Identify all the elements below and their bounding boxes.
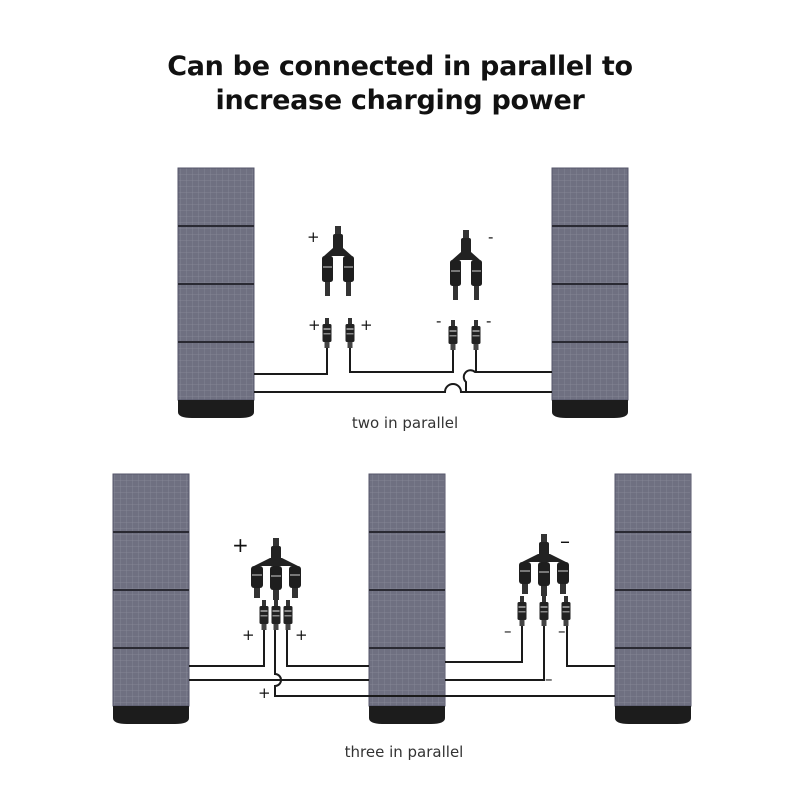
minus-sign: – <box>558 622 566 640</box>
mc4-connector <box>259 600 269 630</box>
caption-two-in-parallel: two in parallel <box>352 414 458 432</box>
mc4-connector <box>345 318 355 348</box>
minus-sign: - <box>486 312 491 330</box>
minus-sign: – <box>560 529 570 553</box>
branch-connector-plus <box>322 226 354 296</box>
mc4-connector <box>539 596 549 626</box>
wires-two <box>254 348 552 393</box>
minus-sign: – <box>545 670 553 688</box>
plus-sign: + <box>242 626 255 644</box>
mc4-connector <box>322 318 332 348</box>
solar-panel-left <box>177 167 255 418</box>
plus-sign: + <box>308 316 321 334</box>
three-parallel-section: + – + + + – – – three in parallel <box>112 473 692 761</box>
caption-three-in-parallel: three in parallel <box>345 743 464 761</box>
mc4-connector <box>271 600 281 630</box>
branch-connector-minus <box>450 230 482 300</box>
solar-panel-right <box>614 473 692 724</box>
title-line-1: Can be connected in parallel to <box>167 51 633 82</box>
wires-three <box>189 624 615 697</box>
mc4-connector <box>471 320 481 350</box>
branch-connector-plus <box>251 538 301 600</box>
title-line-2: increase charging power <box>215 85 585 116</box>
plus-sign: + <box>258 684 271 702</box>
page-title: Can be connected in parallel to increase… <box>0 50 800 118</box>
mc4-connector <box>448 320 458 350</box>
mc4-connector <box>283 600 293 630</box>
mc4-connector <box>517 596 527 626</box>
plus-sign: + <box>295 626 308 644</box>
minus-sign: - <box>436 312 441 330</box>
minus-sign: – <box>504 622 512 640</box>
plus-sign: + <box>360 316 373 334</box>
plus-sign: + <box>307 228 320 246</box>
plus-sign: + <box>232 533 249 557</box>
solar-panel-middle <box>368 473 446 724</box>
minus-sign: - <box>488 228 493 246</box>
solar-panel-right <box>551 167 629 418</box>
two-parallel-section: + - + + - - two in parallel <box>177 167 629 432</box>
solar-panel-left <box>112 473 190 724</box>
